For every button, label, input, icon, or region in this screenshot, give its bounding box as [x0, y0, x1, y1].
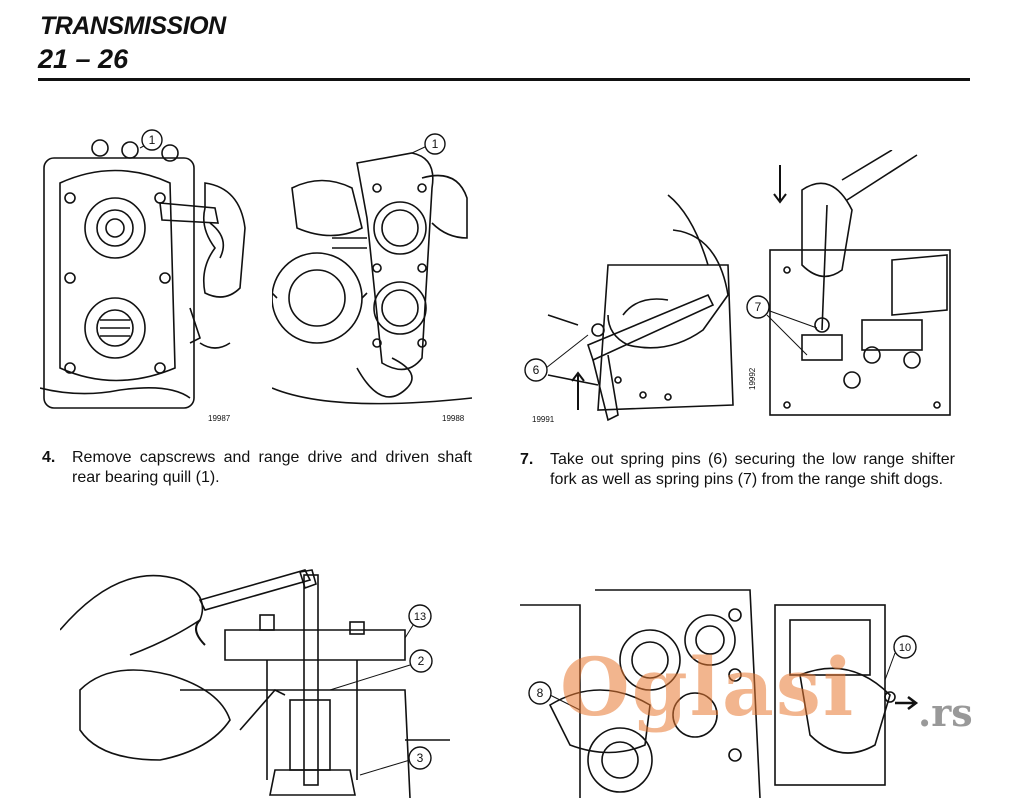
step-number: 7. — [520, 451, 534, 468]
figure-quill-removed: 1 19988 — [272, 128, 472, 428]
callout-label: 8 — [537, 686, 544, 700]
watermark-tld: .rs — [918, 690, 973, 735]
illustration-spring-pins-6: 6 — [524, 194, 734, 422]
illustration-gear-housing: 8 10 — [520, 589, 919, 798]
callout-circle — [408, 746, 432, 770]
figure-puller: 13 2 3 — [60, 560, 450, 798]
callout-label: 13 — [414, 611, 426, 623]
callout-circle — [746, 295, 770, 319]
section-title: TRANSMISSION — [40, 12, 226, 40]
callout-circle — [893, 635, 917, 659]
figure-bearing-quill-housing: 1 19987 — [40, 128, 255, 428]
callout-circle — [524, 358, 548, 382]
figure-number: 19991 — [532, 415, 555, 424]
callout-label: 10 — [899, 642, 911, 654]
step-7: 7. Take out spring pins (6) securing the… — [520, 450, 960, 515]
callout-label: 1 — [432, 137, 439, 151]
header-rule — [38, 78, 970, 81]
step-4: 4. Remove capscrews and range drive and … — [42, 448, 472, 493]
page-number: 21 – 26 — [38, 44, 129, 74]
callout-label: 2 — [418, 654, 425, 668]
figure-number: 19988 — [442, 414, 465, 423]
callout-circle — [141, 129, 163, 151]
callout-circle — [528, 681, 552, 705]
callout-circle — [408, 604, 432, 628]
callout-label: 7 — [755, 300, 762, 314]
figure-number: 19992 — [748, 367, 757, 390]
figure-gear-housing: 8 10 — [520, 585, 920, 798]
step-text: Remove capscrews and range drive and dri… — [72, 449, 472, 486]
illustration-quill-removed: 1 — [272, 133, 472, 405]
figure-spring-pins-6: 6 19991 — [518, 175, 743, 430]
callout-label: 1 — [149, 133, 156, 147]
step-text: Take out spring pins (6) securing the lo… — [550, 451, 955, 488]
callout-circle — [424, 133, 446, 155]
step-number: 4. — [42, 449, 56, 466]
illustration-spring-pins-7: 7 — [746, 150, 951, 416]
callout-label: 3 — [417, 751, 424, 765]
callout-circle — [409, 649, 433, 673]
watermark-logo: Oglasi — [560, 640, 856, 734]
figure-number: 19987 — [208, 414, 231, 423]
illustration-puller: 13 2 3 — [60, 569, 450, 798]
figure-spring-pins-7: 7 19992 — [742, 150, 954, 425]
callout-label: 6 — [533, 363, 540, 377]
illustration-quill-housing: 1 — [40, 129, 246, 409]
